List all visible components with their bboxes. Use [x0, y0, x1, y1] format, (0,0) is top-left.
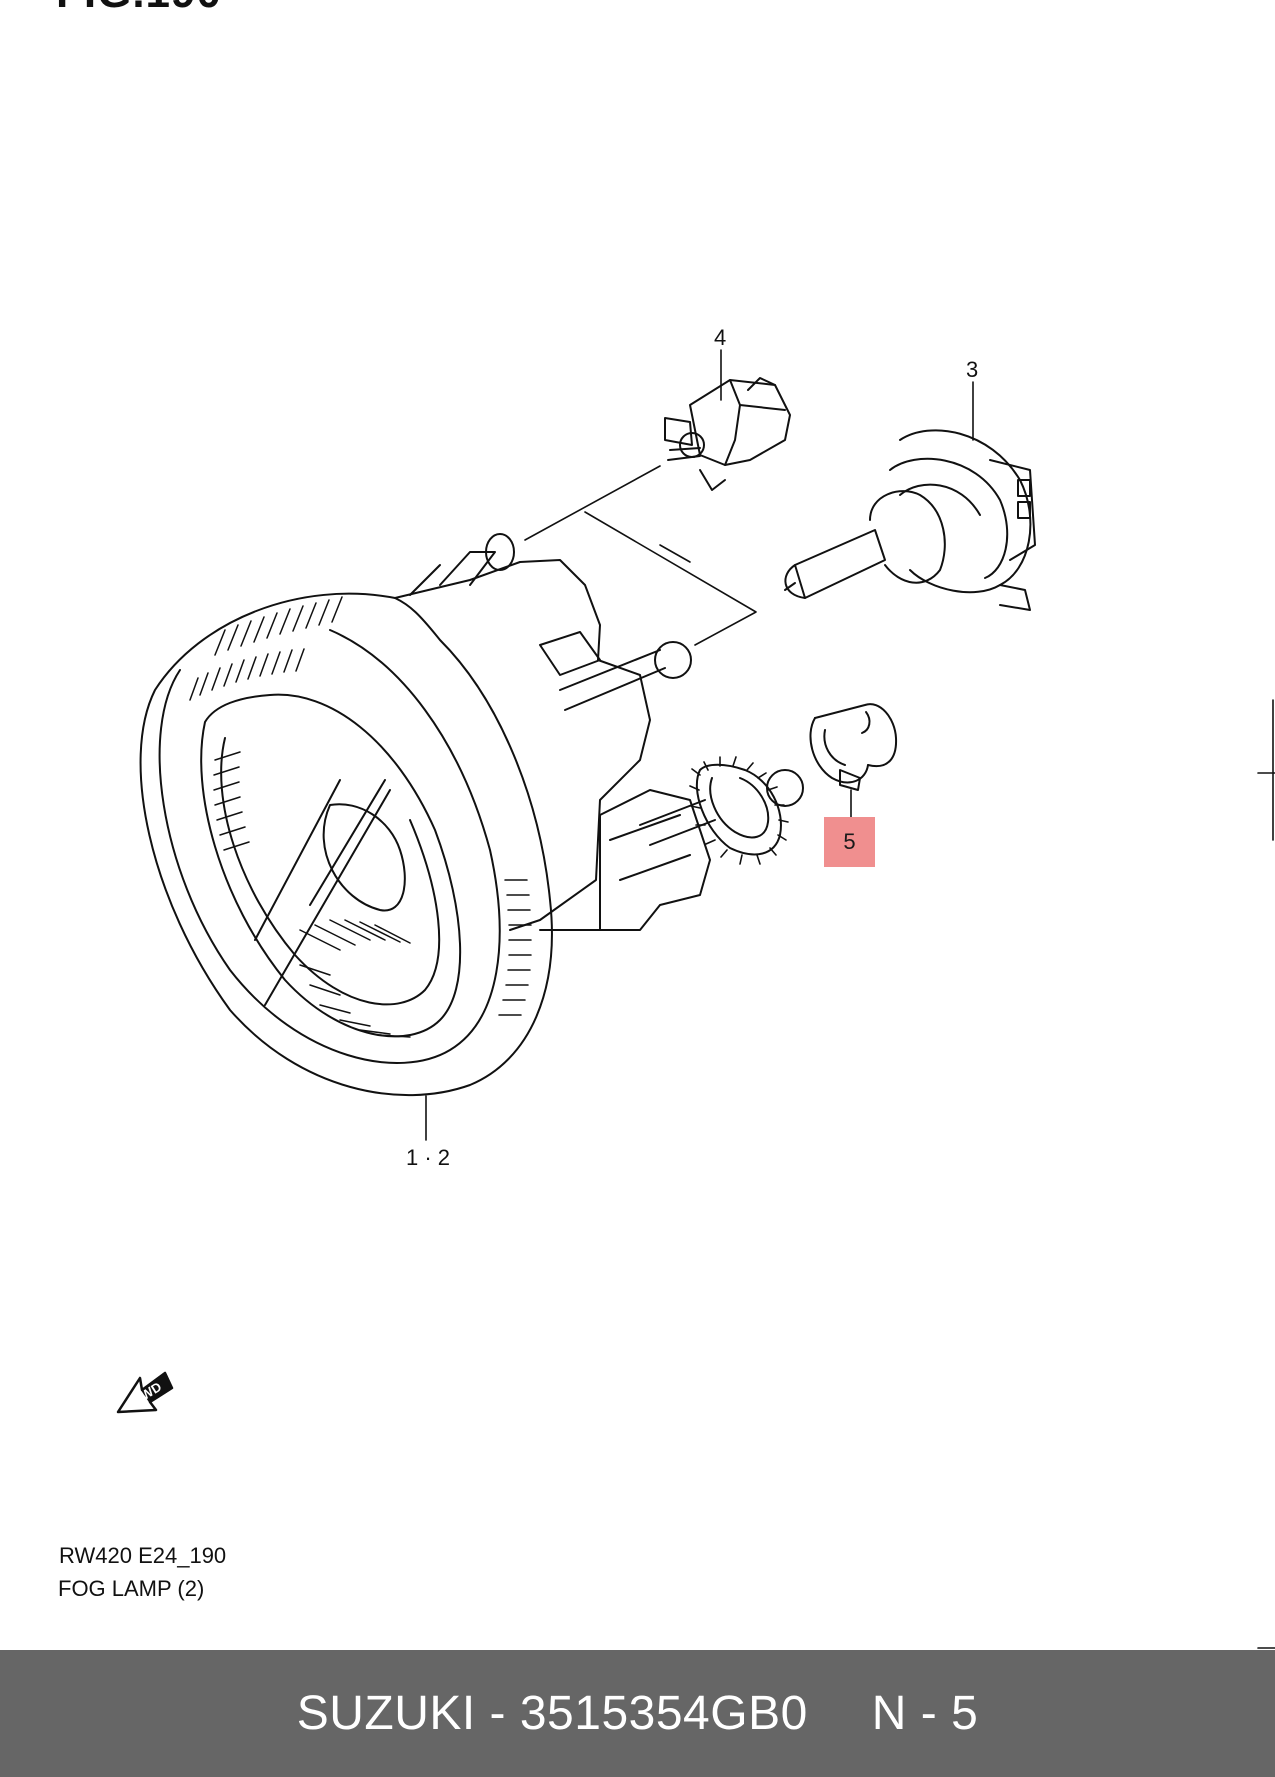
leader-lines — [425, 349, 974, 1141]
connector-part-4 — [664, 377, 791, 491]
fwd-direction-arrow-icon: FWD — [116, 1371, 174, 1414]
callout-3: 3 — [966, 357, 979, 382]
assembly-guide-lines — [524, 465, 757, 646]
right-edge-marks — [1257, 699, 1275, 1649]
callout-5-highlighted[interactable]: 5 — [824, 817, 875, 867]
fog-lamp-exploded-diagram: FWD — [116, 349, 1275, 1649]
figure-title: FIG.190 — [56, 0, 222, 18]
small-bulb-part-5 — [809, 703, 898, 791]
part-number: SUZUKI - 3515354GB0 — [296, 1687, 808, 1740]
retaining-ring — [639, 756, 804, 865]
diagram-name: FOG LAMP (2) — [58, 1576, 205, 1601]
bulb-part-3 — [784, 429, 1036, 611]
position-ref: N - 5 — [871, 1687, 979, 1740]
diagram-code: RW420 E24_190 — [59, 1543, 227, 1568]
fog-lamp-housing — [139, 533, 711, 1096]
callout-1-2: 1 · 2 — [406, 1145, 451, 1170]
part-number-footer: SUZUKI - 3515354GB0 N - 5 — [0, 1650, 1275, 1777]
callout-4: 4 — [714, 325, 727, 350]
